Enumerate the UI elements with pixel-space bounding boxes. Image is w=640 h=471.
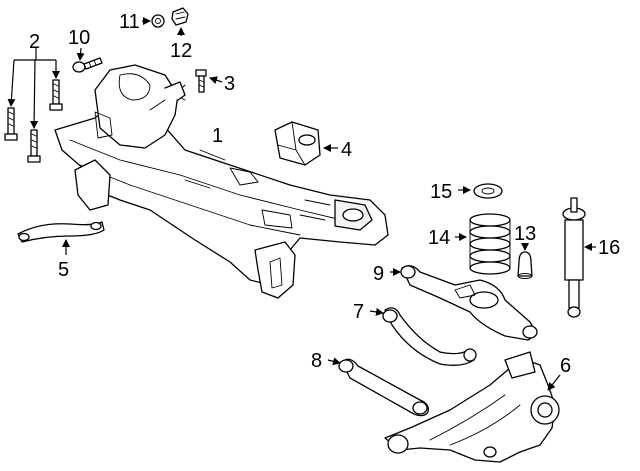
flange-nut — [171, 7, 189, 36]
bump-stop — [517, 243, 533, 279]
lateral-link — [327, 357, 429, 417]
callout-3: 3 — [224, 73, 235, 95]
link-bracket — [17, 221, 105, 255]
callout-8: 8 — [311, 350, 322, 372]
lower-spring-arm — [390, 265, 538, 341]
callout-2: 2 — [29, 31, 40, 53]
small-bolt — [72, 47, 103, 73]
callout-5: 5 — [58, 259, 69, 281]
callout-13: 13 — [514, 223, 536, 245]
callout-15: 15 — [430, 181, 452, 203]
callout-14: 14 — [428, 227, 450, 249]
callout-labels: 1 2 3 4 5 6 7 8 9 10 11 12 13 14 15 16 — [29, 11, 620, 377]
callout-12: 12 — [170, 40, 192, 62]
knuckle-trailing-arm — [384, 351, 561, 463]
callout-4: 4 — [341, 139, 352, 161]
coil-spring — [455, 213, 511, 275]
callout-6: 6 — [560, 355, 571, 377]
crossmember-subframe — [54, 64, 389, 299]
nut — [142, 14, 165, 28]
callout-7: 7 — [353, 301, 364, 323]
upper-control-arm — [369, 307, 477, 366]
callout-1: 1 — [212, 125, 223, 147]
mount-bushing — [274, 121, 338, 166]
mount-bolt — [195, 69, 223, 93]
spring-seat — [458, 183, 503, 199]
callout-10: 10 — [68, 27, 90, 49]
callout-16: 16 — [598, 237, 620, 259]
subframe-bolts — [4, 48, 63, 163]
shock-absorber — [562, 197, 596, 318]
callout-11: 11 — [119, 11, 140, 33]
callout-9: 9 — [373, 263, 384, 285]
